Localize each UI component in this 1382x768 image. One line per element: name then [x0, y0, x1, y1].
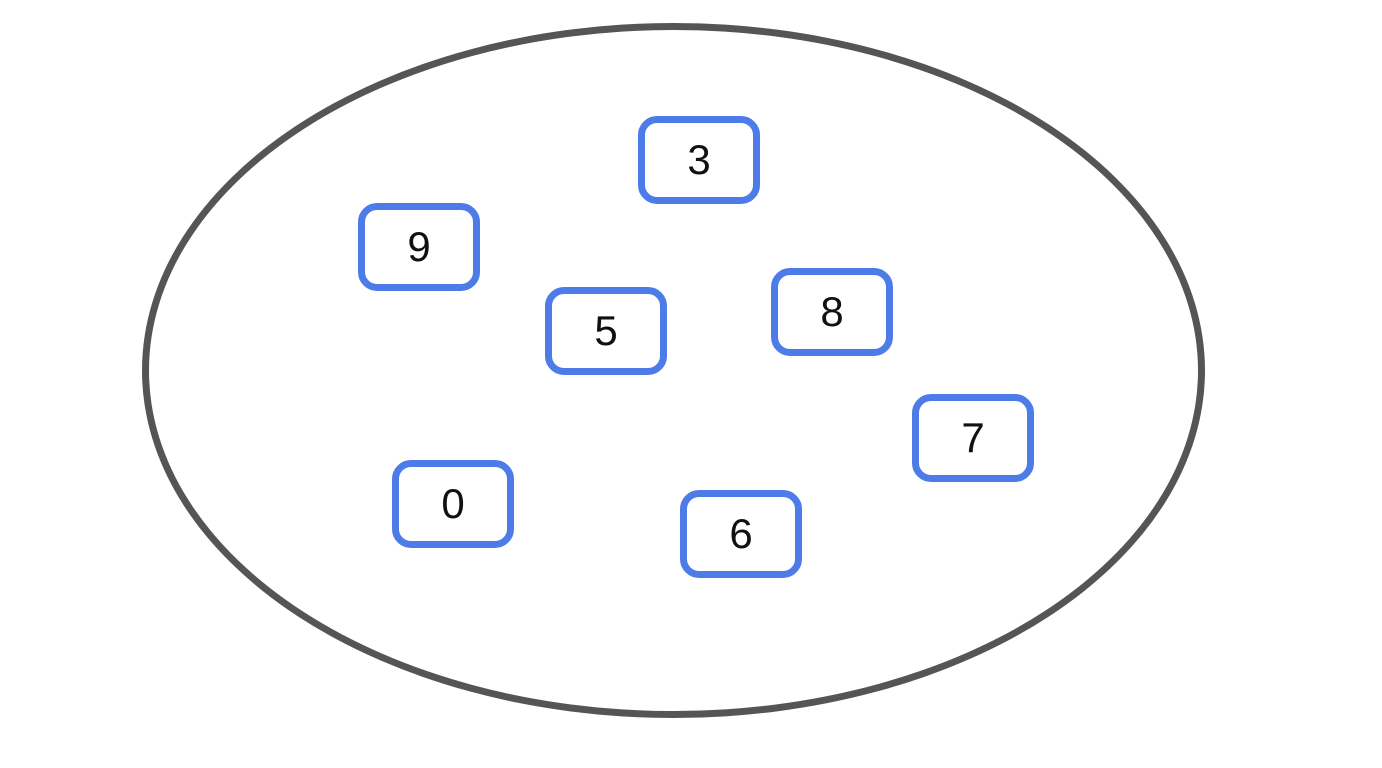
set-ellipse	[142, 23, 1205, 718]
tile-value: 7	[961, 414, 985, 461]
number-tile-8[interactable]: 8	[771, 268, 893, 356]
number-tile-0[interactable]: 0	[392, 460, 514, 548]
number-tile-6[interactable]: 6	[680, 490, 802, 578]
tile-value: 6	[729, 510, 753, 557]
tile-value: 3	[687, 136, 711, 183]
number-tile-5[interactable]: 5	[545, 287, 667, 375]
tile-value: 8	[820, 288, 844, 335]
tile-value: 9	[407, 223, 431, 270]
number-tile-3[interactable]: 3	[638, 116, 760, 204]
tile-value: 0	[441, 480, 465, 527]
number-tile-9[interactable]: 9	[358, 203, 480, 291]
tile-value: 5	[594, 307, 618, 354]
number-tile-7[interactable]: 7	[912, 394, 1034, 482]
